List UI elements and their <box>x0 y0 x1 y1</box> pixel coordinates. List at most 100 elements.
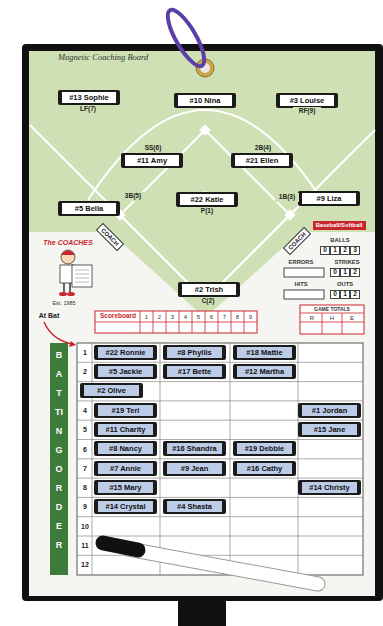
count-digit: 2 <box>340 246 350 255</box>
label-text: 8 <box>83 484 87 491</box>
batting-row-number: 1 <box>78 343 92 362</box>
batter-tag: #16 Shandra <box>163 441 226 456</box>
player-name: #15 Jane <box>314 424 346 435</box>
player-name: #19 Debbie <box>245 443 285 454</box>
player-name: #3 Louise <box>290 95 325 106</box>
player-name: #22 Katie <box>191 194 224 205</box>
player-name: #13 Sophie <box>69 92 109 103</box>
position-label: LF(7) <box>74 105 102 114</box>
label-text: 9 <box>249 314 252 320</box>
batter-tag: #19 Debbie <box>233 441 296 456</box>
player-name: #17 Bette <box>178 366 211 377</box>
label-text: 9 <box>83 503 87 510</box>
count-digit: 1 <box>330 246 340 255</box>
position-label: P(1) <box>197 207 217 216</box>
count-digit: 0 <box>320 246 330 255</box>
player-name: #2 Olive <box>97 385 126 396</box>
label-text: STRIKES <box>334 260 359 266</box>
label-text: 1 <box>333 247 337 254</box>
label-text: 8 <box>236 314 239 320</box>
label-text: 0 <box>333 269 337 276</box>
batting-row-number: 6 <box>78 440 92 459</box>
batting-row-number: 9 <box>78 497 92 516</box>
label-text: Scoreboard <box>100 313 136 320</box>
label-text: 2 <box>353 269 357 276</box>
player-name: #18 Mattie <box>246 347 282 358</box>
label-text: 0 <box>323 247 327 254</box>
label-text: 1 <box>343 269 347 276</box>
scoreboard-number: 4 <box>179 312 192 321</box>
label-text: BATTING ORDER <box>55 346 64 555</box>
label-text: 7 <box>223 314 226 320</box>
label-text: 2 <box>158 314 161 320</box>
label-text: 3 <box>353 247 357 254</box>
player-name: #14 Crystal <box>105 501 145 512</box>
batter-tag: #16 Cathy <box>233 461 296 476</box>
label-text: 6 <box>83 446 87 453</box>
label-text: R <box>310 315 314 321</box>
count-digit: 1 <box>340 268 350 277</box>
label-text: 1 <box>343 291 347 298</box>
batter-tag: #19 Teri <box>94 403 157 418</box>
player-name: #9 Jean <box>181 463 209 474</box>
batting-row-number: 11 <box>78 536 92 555</box>
game-totals-label: GAME TOTALS <box>302 306 362 313</box>
count-label: OUTS <box>330 281 360 289</box>
label-text: 4 <box>83 407 87 414</box>
position-label: 3B(5) <box>120 192 146 201</box>
position-label: RF(9) <box>293 107 321 116</box>
batter-tag: #14 Crystal <box>94 499 157 514</box>
player-name: #11 Amy <box>137 155 167 166</box>
label-text: 1 <box>145 314 148 320</box>
player-name: #16 Shandra <box>172 443 217 454</box>
count-digit: 0 <box>330 268 340 277</box>
label-text: OUTS <box>337 282 353 288</box>
player-name: #11 Charity <box>105 424 145 435</box>
player-name: #2 Trish <box>195 284 223 295</box>
label-text: 1 <box>83 349 87 356</box>
player-name: #22 Ronnie <box>105 347 145 358</box>
label-text: 2 <box>343 247 347 254</box>
coach-box-label: COACH <box>283 227 311 255</box>
label-text: 3B(5) <box>125 193 141 200</box>
batting-row-number: 8 <box>78 478 92 497</box>
scoreboard-number: H <box>322 314 342 322</box>
scoreboard-title: Scoreboard <box>96 312 140 321</box>
player-tag: #5 Bella <box>58 201 120 216</box>
label-text: 5 <box>83 426 87 433</box>
player-name: #21 Ellen <box>246 155 279 166</box>
sport-badge: Baseball/Softball <box>313 221 366 230</box>
label-text: 0 <box>333 291 337 298</box>
player-name: #8 Phyllis <box>177 347 212 358</box>
position-label: C(2) <box>197 297 219 306</box>
label-text: 12 <box>81 561 89 568</box>
player-name: #4 Shasta <box>177 501 212 512</box>
label-text: P(1) <box>201 208 213 215</box>
batting-row-number: 5 <box>78 420 92 439</box>
position-label: SS(6) <box>140 144 166 153</box>
scoreboard-number: 7 <box>218 312 231 321</box>
batter-tag: #14 Christy <box>298 480 361 495</box>
label-text: COACH <box>100 227 120 247</box>
board-title: Magnetic Coaching Board <box>58 52 148 62</box>
label-text: 6 <box>210 314 213 320</box>
batter-tag: #4 Shasta <box>163 499 226 514</box>
label-text: RF(9) <box>299 108 316 115</box>
scoreboard-number: 8 <box>231 312 244 321</box>
scoreboard-number: E <box>342 314 362 322</box>
label-text: C(2) <box>202 298 215 305</box>
title-text: Magnetic Coaching Board <box>58 52 148 62</box>
batter-tag: #22 Ronnie <box>94 345 157 360</box>
batting-row-number: 2 <box>78 362 92 381</box>
player-name: #1 Jordan <box>312 405 347 416</box>
player-name: #9 Liza <box>316 193 341 204</box>
player-name: #10 Nina <box>190 95 221 106</box>
batter-tag: #7 Annie <box>94 461 157 476</box>
label-text: HITS <box>294 282 307 288</box>
label-text: The COACHES <box>43 239 92 246</box>
label-text: GAME TOTALS <box>314 307 350 312</box>
label-text: 7 <box>83 465 87 472</box>
player-name: #14 Christy <box>309 482 349 493</box>
player-tag: #9 Liza <box>298 191 360 206</box>
